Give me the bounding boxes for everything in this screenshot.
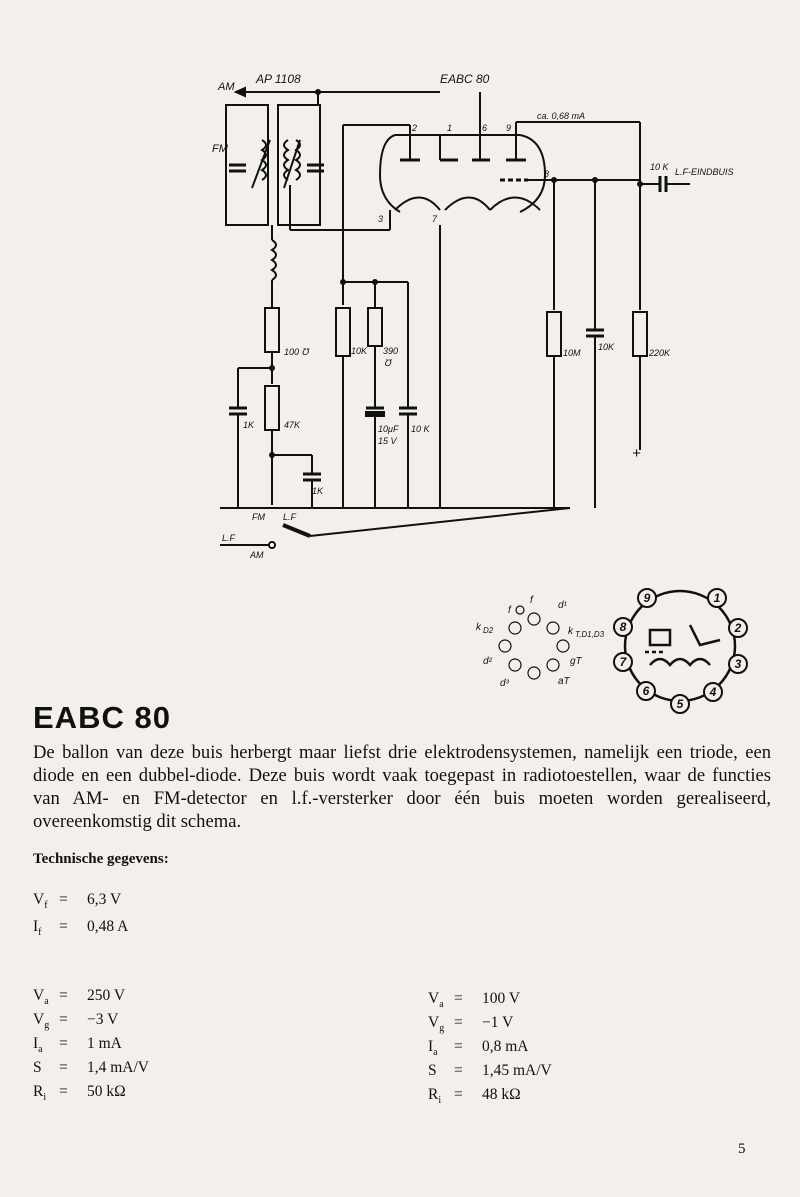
spec-value: −3 V	[87, 1011, 119, 1028]
pin-f: f	[508, 605, 512, 616]
spec-equals: =	[59, 1059, 68, 1076]
spec-symbol: Vg	[33, 1011, 50, 1032]
cap-voltage-label: 15 V	[378, 436, 398, 446]
pin-label: 9	[506, 123, 511, 133]
cap-label: 1K	[312, 486, 324, 496]
cap-label: 10μF	[378, 424, 399, 434]
spec-value: 6,3 V	[87, 891, 122, 908]
base-pin: 7	[620, 655, 628, 669]
lf-eindbuis-label: L.F-EINDBUIS	[675, 167, 734, 177]
spec-equals: =	[59, 987, 68, 1004]
resistor-label: 10K	[351, 346, 368, 356]
spec-value: 0,8 mA	[482, 1038, 529, 1055]
spec-equals: =	[454, 1014, 463, 1031]
pin-label: 2	[411, 123, 417, 133]
resistor-label: 220K	[648, 348, 671, 358]
pin-label: 3	[378, 214, 383, 224]
resistor-label: 10M	[563, 348, 581, 358]
spec-value: 50 kΩ	[87, 1083, 126, 1100]
pin-kd2: k	[476, 622, 482, 633]
spec-equals: =	[59, 1083, 68, 1100]
base-pin: 2	[734, 621, 742, 635]
page-number: 5	[738, 1141, 746, 1157]
base-pin: 5	[677, 697, 684, 711]
base-pin: 6	[643, 684, 650, 698]
pin-label: 8	[544, 169, 549, 179]
spec-value: 48 kΩ	[482, 1086, 521, 1103]
pin-label: 6	[482, 123, 487, 133]
spec-symbol: If	[33, 918, 42, 939]
base-pin: 8	[620, 620, 627, 634]
spec-equals: =	[454, 1038, 463, 1055]
resistor-label: 390	[383, 346, 398, 356]
spec-equals: =	[454, 990, 463, 1007]
spec-equals: =	[59, 918, 68, 935]
pin-label: 1	[447, 123, 452, 133]
spec-symbol: Ia	[33, 1035, 43, 1056]
spec-equals: =	[59, 1011, 68, 1028]
spec-symbol: Va	[33, 987, 49, 1008]
page-title: EABC 80	[33, 700, 171, 735]
am-label: AM	[217, 81, 235, 93]
spec-symbol: S	[33, 1059, 42, 1076]
pin-kd2-sub: D2	[483, 626, 494, 635]
pin-diagrams: f f d¹ k D2 k T,D1,D3 d² gT d³ aT 9 1 2 …	[476, 588, 748, 714]
switch-lf-label: L.F	[283, 512, 297, 522]
resistor-label: 100 ℧	[284, 347, 311, 357]
spec-equals: =	[454, 1086, 463, 1103]
spec-equals: =	[454, 1062, 463, 1079]
cap-label: 1K	[243, 420, 255, 430]
circuit-schematic: AM AP 1108 EABC 80 FM ca. 0,68 mA 2 1 6 …	[212, 72, 734, 560]
spec-value: 250 V	[87, 987, 126, 1004]
spec-symbol: Ri	[33, 1083, 47, 1104]
switch-fm-label: FM	[252, 512, 265, 522]
base-pin: 3	[735, 657, 742, 671]
pin-d3: d³	[500, 678, 510, 689]
spec-value: 1 mA	[87, 1035, 122, 1052]
spec-value: 100 V	[482, 990, 521, 1007]
base-pin: 4	[709, 685, 717, 699]
current-label: ca. 0,68 mA	[537, 111, 585, 121]
spec-value: 0,48 A	[87, 918, 129, 935]
lf-label: L.F	[222, 533, 236, 543]
plus-label: +	[632, 445, 641, 462]
spec-symbol: S	[428, 1062, 437, 1079]
cap-label: 10 K	[650, 162, 670, 172]
spec-symbol: Va	[428, 990, 444, 1011]
pin-d1: d¹	[558, 600, 568, 611]
fm-label: FM	[212, 143, 229, 155]
pin-d2: d²	[483, 656, 493, 667]
description-paragraph: De ballon van deze buis herbergt maar li…	[33, 742, 771, 832]
base-pin: 9	[644, 591, 651, 605]
spec-symbol: Ia	[428, 1038, 438, 1059]
am-label: AM	[249, 550, 264, 560]
spec-value: 1,4 mA/V	[87, 1059, 149, 1076]
spec-symbol: Vg	[428, 1014, 445, 1035]
resistor-label: 47K	[284, 420, 301, 430]
pin-kt: k	[568, 626, 574, 637]
pin-label: 7	[432, 214, 438, 224]
pin-at: aT	[558, 676, 571, 687]
cap-label: 10 K	[411, 424, 431, 434]
cap-label: 10K	[598, 342, 615, 352]
pin-f: f	[530, 595, 534, 606]
base-pin: 1	[714, 591, 721, 605]
spec-symbol: Vf	[33, 891, 48, 912]
spec-equals: =	[59, 1035, 68, 1052]
pin-gt: gT	[570, 656, 583, 667]
eabc80-label: EABC 80	[440, 72, 490, 86]
pin-kt-sub: T,D1,D3	[575, 630, 605, 639]
spec-value: −1 V	[482, 1014, 514, 1031]
spec-value: 1,45 mA/V	[482, 1062, 552, 1079]
resistor-unit-label: ℧	[384, 358, 393, 368]
tech-heading: Technische gegevens:	[33, 851, 169, 867]
spec-symbol: Ri	[428, 1086, 442, 1107]
ap1108-label: AP 1108	[255, 72, 301, 86]
spec-equals: =	[59, 891, 68, 908]
